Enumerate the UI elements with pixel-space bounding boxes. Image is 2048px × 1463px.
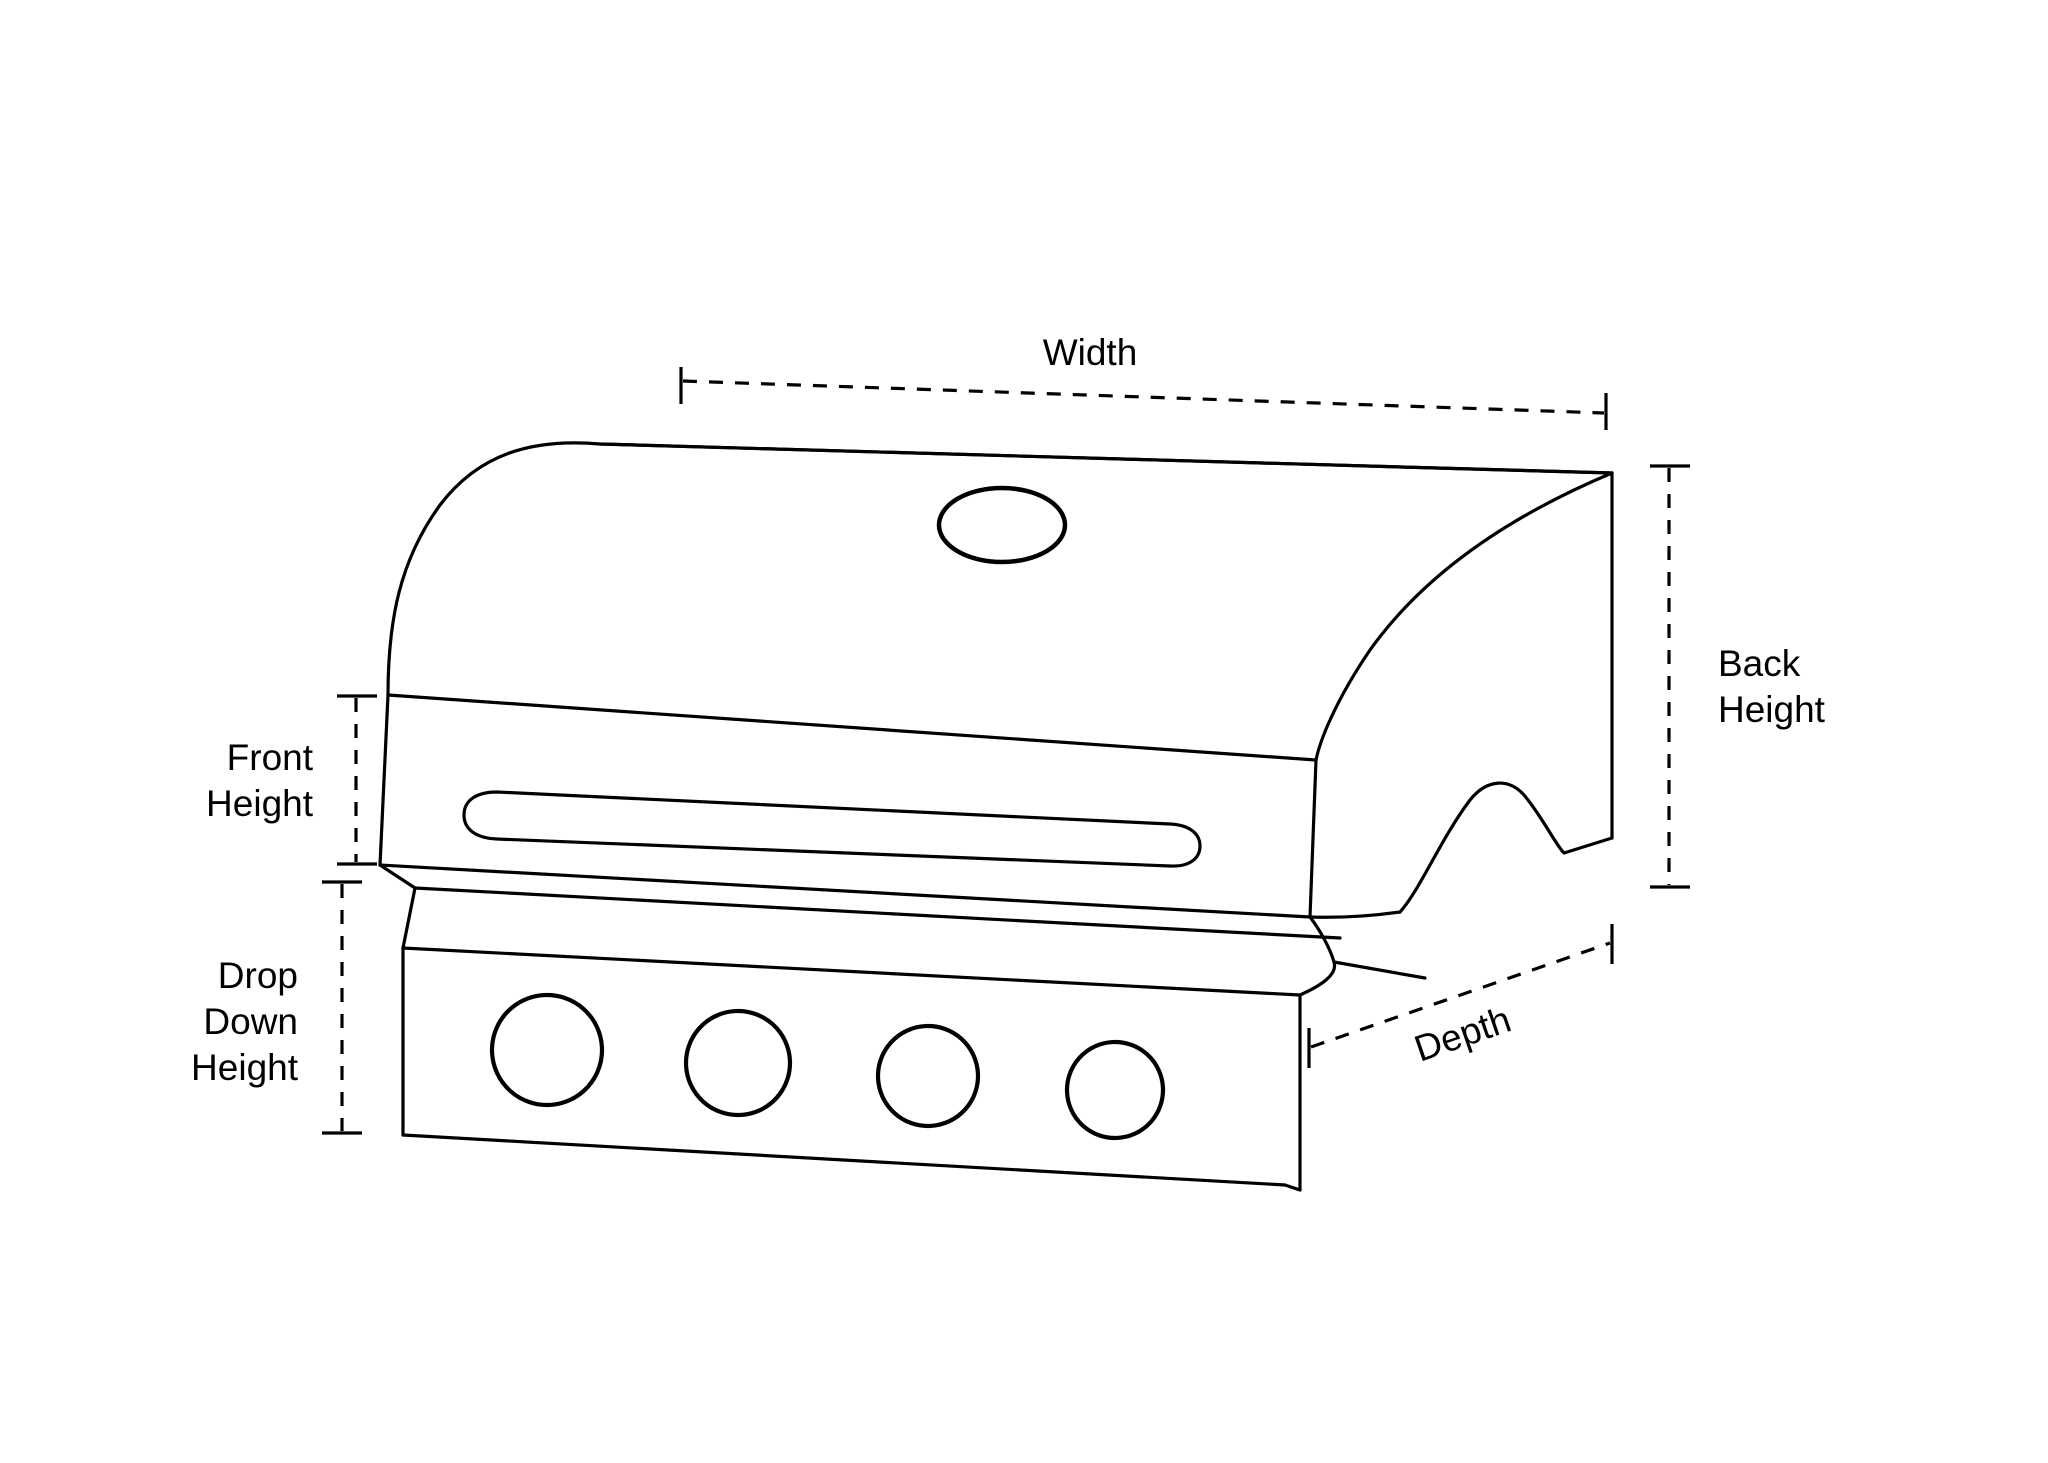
dimension-width	[679, 367, 1608, 430]
grill-front-seam	[386, 693, 1318, 762]
cabinet-right-corner-curve	[1298, 915, 1337, 997]
width-label: Width	[1043, 332, 1138, 373]
grill-lid-right-curve	[1314, 471, 1614, 762]
drop-down-height-label-line1: Drop	[218, 955, 298, 996]
cabinet-bottom-edge	[401, 1133, 1287, 1187]
front-height-label-line1: Front	[227, 737, 314, 778]
cabinet-bottom-right	[1283, 1183, 1302, 1192]
drop-down-height-label-line3: Height	[191, 1047, 299, 1088]
depth-label: Depth	[1409, 999, 1516, 1070]
lid-vent-oval	[936, 485, 1068, 565]
control-knob-3[interactable]	[875, 1023, 981, 1129]
control-knob-1[interactable]	[489, 992, 605, 1108]
back-height-label-line1: Back	[1718, 643, 1801, 684]
grill-right-panel-base	[1308, 910, 1402, 919]
grill-right-panel-edge	[1308, 758, 1318, 919]
grill-lid-top	[386, 441, 1614, 697]
width-dim-line	[682, 379, 1605, 415]
cabinet-top-edge	[413, 886, 1342, 940]
dimension-depth	[1307, 924, 1614, 1068]
dimension-drop-down-height	[322, 880, 362, 1135]
depth-dim-line	[1310, 941, 1611, 1049]
cabinet-left-facet	[378, 863, 417, 950]
control-knob-2[interactable]	[683, 1008, 793, 1118]
drop-down-height-label-line2: Down	[203, 1001, 298, 1042]
drop-down-height-label: Drop Down Height	[191, 955, 299, 1088]
front-height-label: Front Height	[206, 737, 314, 824]
grill-front-bottom-edge	[378, 863, 1312, 919]
dimension-front-height	[337, 694, 377, 866]
back-height-label: Back Height	[1718, 643, 1826, 730]
grill-lid-back-edge	[598, 442, 1614, 475]
dimension-back-height	[1650, 464, 1690, 889]
cabinet-right-face-top	[1332, 960, 1427, 980]
control-knob-4[interactable]	[1064, 1039, 1166, 1141]
grill-illustration	[378, 441, 1614, 1192]
grill-side-handle-cutout	[1398, 781, 1614, 914]
cabinet-panel-top-edge	[401, 946, 1302, 997]
grill-front-left-edge	[378, 693, 390, 867]
grill-lid-handle	[462, 790, 1202, 868]
back-height-label-line2: Height	[1718, 689, 1826, 730]
front-height-label-line2: Height	[206, 783, 314, 824]
